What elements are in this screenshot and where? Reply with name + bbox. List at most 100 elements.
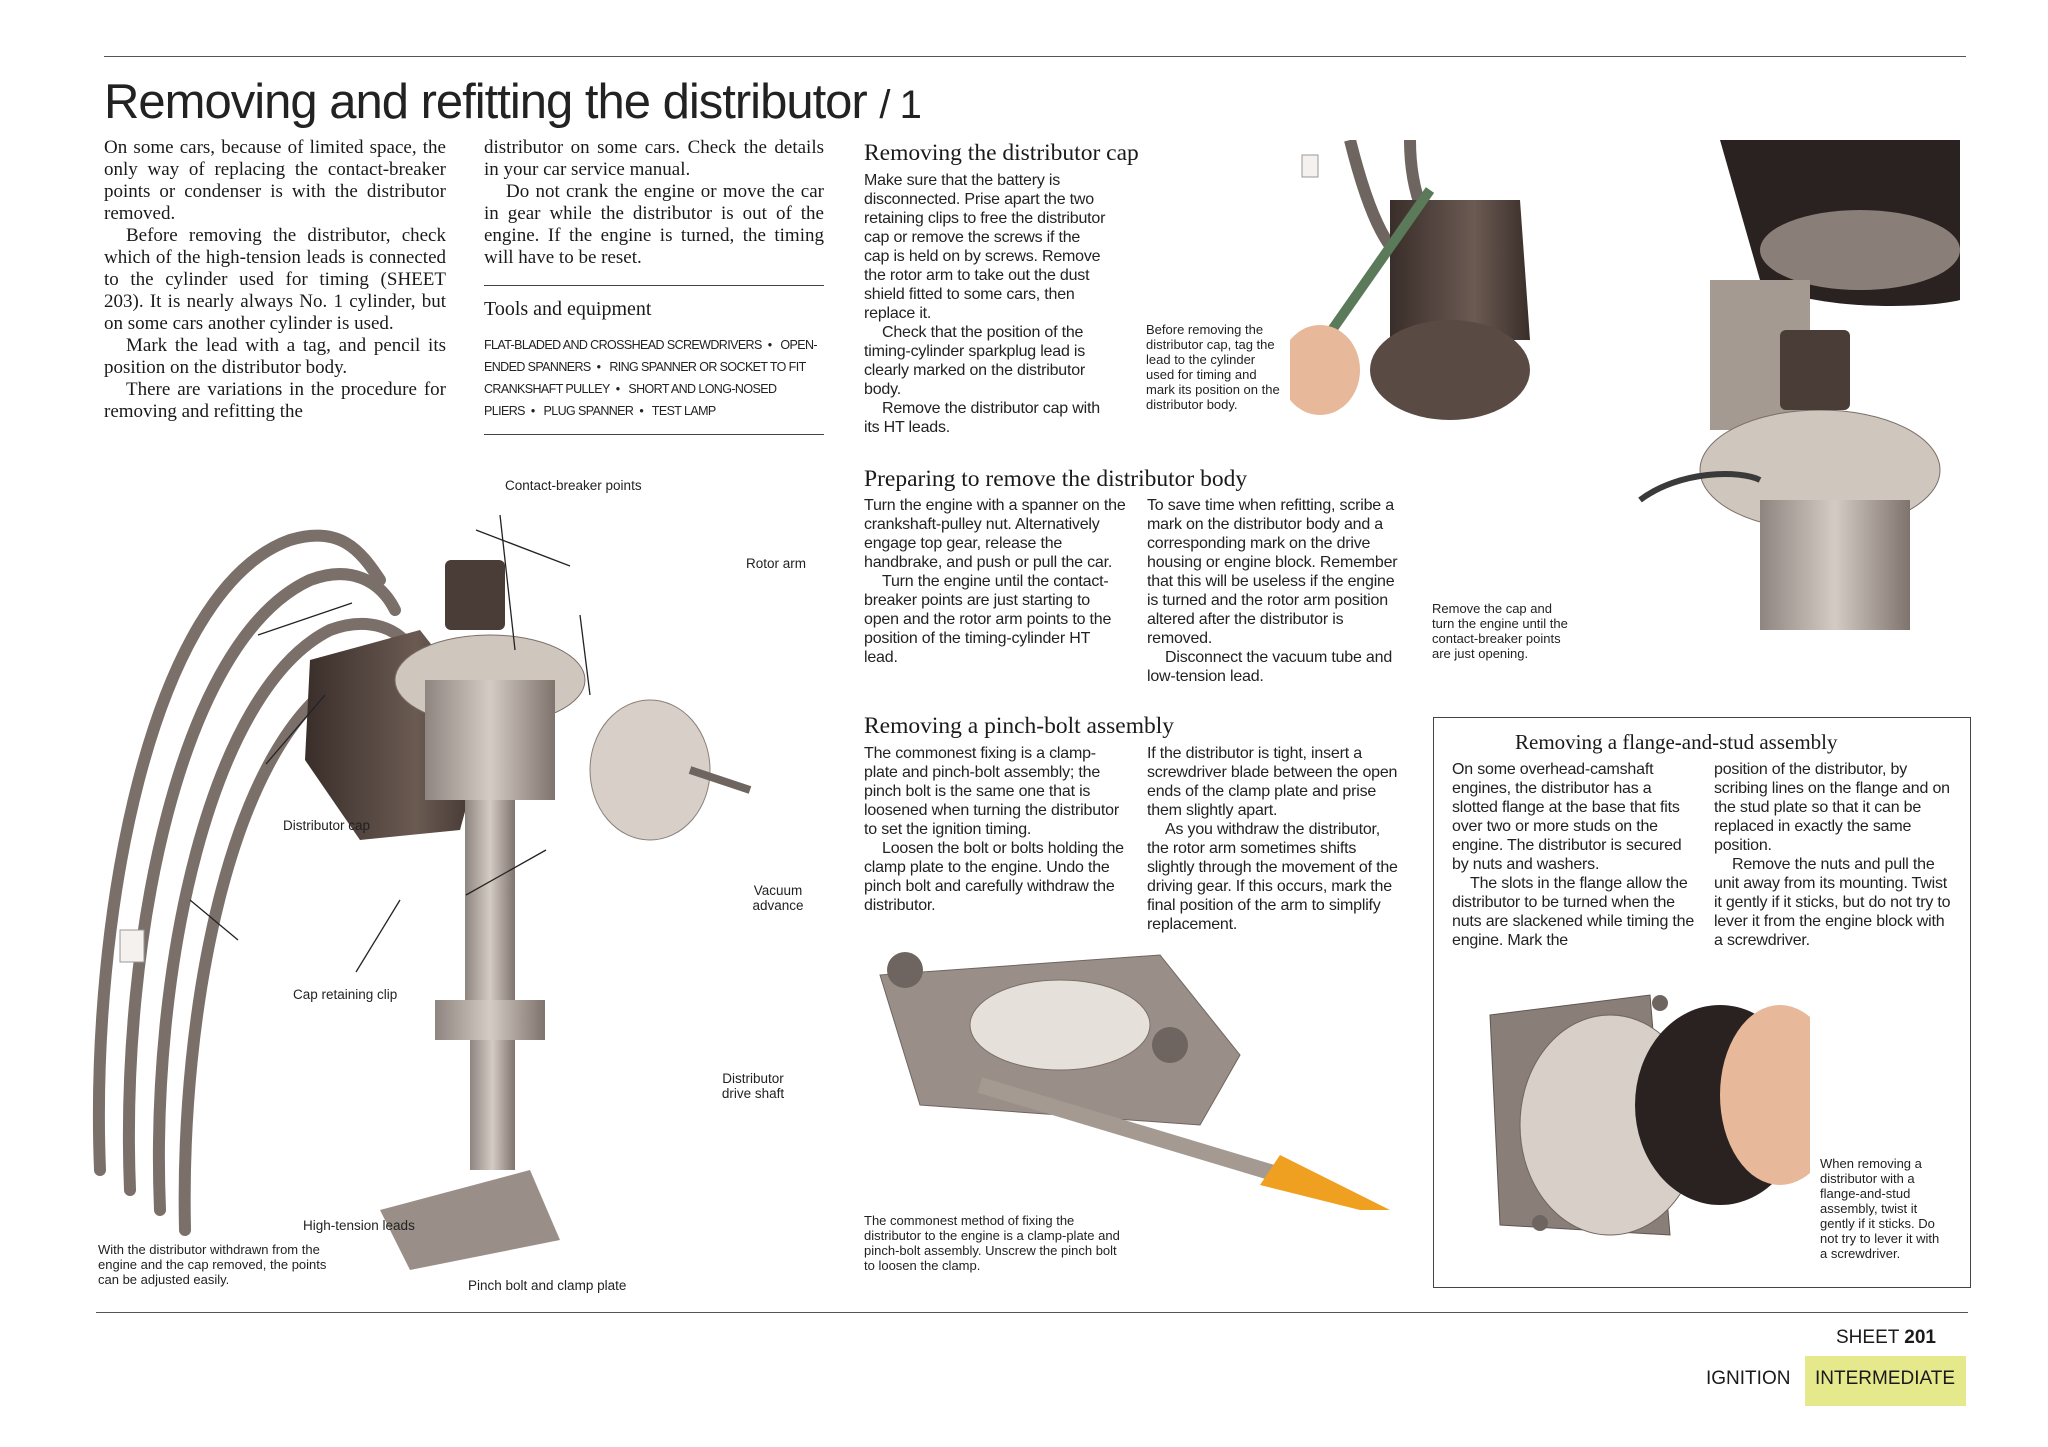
flange-column-1: On some overhead-camshaft engines, the d…	[1452, 760, 1697, 950]
distributor-cap-drawing	[1390, 200, 1530, 340]
leader-drive-shaft	[465, 849, 547, 896]
label-cap-clip: Cap retaining clip	[293, 987, 398, 1002]
label-rotor-arm: Rotor arm	[746, 556, 807, 571]
tools-top-rule	[484, 285, 824, 286]
leader-ht-leads	[189, 899, 239, 941]
distributor-body-drawing	[1760, 500, 1910, 630]
intro-column-1: On some cars, because of limited space, …	[104, 137, 446, 423]
flange-stud-illustration	[1489, 994, 1810, 1236]
housing-collar-drawing	[435, 1000, 545, 1040]
intro-column-2: distributor on some cars. Check the deta…	[484, 137, 824, 269]
bolt-head-drawing	[1152, 1027, 1188, 1063]
tools-list: Flat-bladed and crosshead screwdrivers• …	[484, 338, 818, 418]
prepare-paragraph: Turn the engine until the contact-breake…	[864, 573, 1112, 666]
cap-paragraph: Make sure that the battery is disconnect…	[864, 172, 1106, 322]
intro-paragraph: Do not crank the engine or move the car …	[484, 181, 824, 268]
tool-item: Ring spanner or socket to fit crankshaft…	[484, 360, 806, 396]
prepare-column-1: Turn the engine with a spanner on the cr…	[864, 496, 1126, 667]
flange-paragraph: Remove the nuts and pull the unit away f…	[1714, 856, 1951, 949]
top-rule	[104, 56, 1966, 57]
label-contact-breaker: Contact-breaker points	[505, 478, 642, 493]
sheet-number: SHEET 201	[1836, 1327, 1936, 1349]
diagram-caption: With the distributor withdrawn from the …	[98, 1242, 327, 1287]
leader-rotor-arm	[475, 529, 571, 567]
pinch-heading: Removing a pinch-bolt assembly	[864, 713, 1175, 739]
intro-paragraph: distributor on some cars. Check the deta…	[484, 137, 824, 180]
prepare-heading: Preparing to remove the distributor body	[864, 466, 1248, 492]
stud-nut-drawing	[1652, 995, 1668, 1011]
lead-tag-drawing	[119, 929, 145, 963]
flange-column-2: position of the distributor, by scribing…	[1714, 760, 1954, 950]
label-vacuum-advance: Vacuum advance	[752, 883, 804, 913]
label-pinch-bolt: Pinch bolt and clamp plate	[468, 1278, 627, 1293]
leader-pinch-bolt	[355, 899, 401, 973]
tools-bottom-rule	[484, 434, 824, 435]
footer-rule	[96, 1312, 1968, 1313]
prepare-paragraph: Turn the engine with a spanner on the cr…	[864, 497, 1126, 571]
cap-paragraph: Remove the distributor cap with its HT l…	[864, 400, 1100, 436]
level-label: INTERMEDIATE	[1815, 1368, 1956, 1389]
bolt-head-drawing	[887, 952, 923, 988]
flange-paragraph: position of the distributor, by scribing…	[1714, 761, 1950, 854]
pinch-paragraph: The commonest fixing is a clamp-plate an…	[864, 745, 1119, 838]
intro-paragraph: There are variations in the procedure fo…	[104, 379, 446, 422]
vacuum-advance-drawing	[589, 699, 711, 841]
page-title-text: Removing and refitting the distributor	[104, 75, 868, 129]
screwdriver-blade-drawing	[977, 1077, 1283, 1183]
cap-body: Make sure that the battery is disconnect…	[864, 171, 1106, 437]
tool-item: Flat-bladed and crosshead screwdrivers	[484, 338, 762, 352]
intro-paragraph: Before removing the distributor, check w…	[104, 225, 446, 334]
distributor-exploded-illustration	[92, 514, 752, 1270]
drive-shaft-drawing	[470, 1040, 515, 1170]
cap-heading: Removing the distributor cap	[864, 140, 1139, 166]
clamp-opening-drawing	[969, 979, 1151, 1071]
prepare-caption: Remove the cap and turn the engine until…	[1432, 601, 1568, 661]
label-drive-shaft: Distributor drive shaft	[721, 1071, 785, 1101]
hand-drawing	[1720, 1005, 1810, 1185]
leader-distributor-cap	[257, 602, 353, 636]
flange-paragraph: On some overhead-camshaft engines, the d…	[1452, 761, 1682, 873]
tool-item: Open-ended spanners	[484, 338, 818, 374]
tool-item: Plug spanner	[543, 404, 634, 418]
flange-box	[1433, 717, 1971, 1288]
flange-caption: When removing a distributor with a flang…	[1820, 1156, 1940, 1261]
tools-heading: Tools and equipment	[484, 298, 652, 320]
leader-contact-breaker	[499, 514, 516, 651]
distributor-body-drawing	[1370, 320, 1530, 420]
cap-removed-illustration	[1638, 140, 1960, 630]
pinch-column-1: The commonest fixing is a clamp-plate an…	[864, 744, 1126, 915]
tool-item: Test lamp	[651, 404, 716, 418]
rotor-arm-drawing	[1780, 330, 1850, 410]
distributor-shank-drawing	[465, 800, 515, 1020]
pinch-column-2: If the distributor is tight, insert a sc…	[1147, 744, 1405, 934]
cap-removal-illustration	[1290, 140, 1530, 420]
flange-paragraph: The slots in the flange allow the distri…	[1452, 875, 1695, 949]
page-title: Removing and refitting the distributor /…	[104, 74, 922, 130]
page-title-suffix: / 1	[879, 83, 921, 127]
clamp-plate-drawing	[380, 1170, 560, 1270]
label-ht-leads: High-tension leads	[303, 1218, 415, 1233]
pinch-caption: The commonest method of fixing the distr…	[864, 1213, 1120, 1273]
cap-caption: Before removing the distributor cap, tag…	[1146, 322, 1280, 412]
cap-rim-drawing	[1760, 210, 1960, 290]
label-distributor-cap: Distributor cap	[283, 818, 371, 833]
prepare-column-2: To save time when refitting, scribe a ma…	[1147, 496, 1405, 686]
vacuum-nozzle-drawing	[688, 766, 752, 794]
pinch-paragraph: As you withdraw the distributor, the rot…	[1147, 821, 1398, 933]
level-badge	[1805, 1356, 1966, 1406]
sheet-value: 201	[1904, 1327, 1936, 1348]
tool-item: Short and long-nosed pliers	[484, 382, 777, 418]
intro-paragraph: On some cars, because of limited space, …	[104, 137, 446, 224]
category-label: IGNITION	[1706, 1368, 1791, 1389]
rotor-arm-drawing	[445, 560, 505, 630]
prepare-paragraph: Disconnect the vacuum tube and low-tensi…	[1147, 649, 1393, 685]
ht-leads-drawing	[92, 529, 431, 1236]
pinch-paragraph: If the distributor is tight, insert a sc…	[1147, 745, 1398, 819]
hand-drawing	[1290, 325, 1360, 415]
screwdriver-handle-drawing	[1260, 1155, 1390, 1210]
leader-cap-clip	[265, 694, 326, 765]
sheet-label: SHEET	[1836, 1327, 1900, 1348]
leader-vacuum-advance	[579, 614, 591, 696]
lead-tag-drawing	[1301, 154, 1319, 178]
pinch-paragraph: Loosen the bolt or bolts holding the cla…	[864, 840, 1124, 914]
